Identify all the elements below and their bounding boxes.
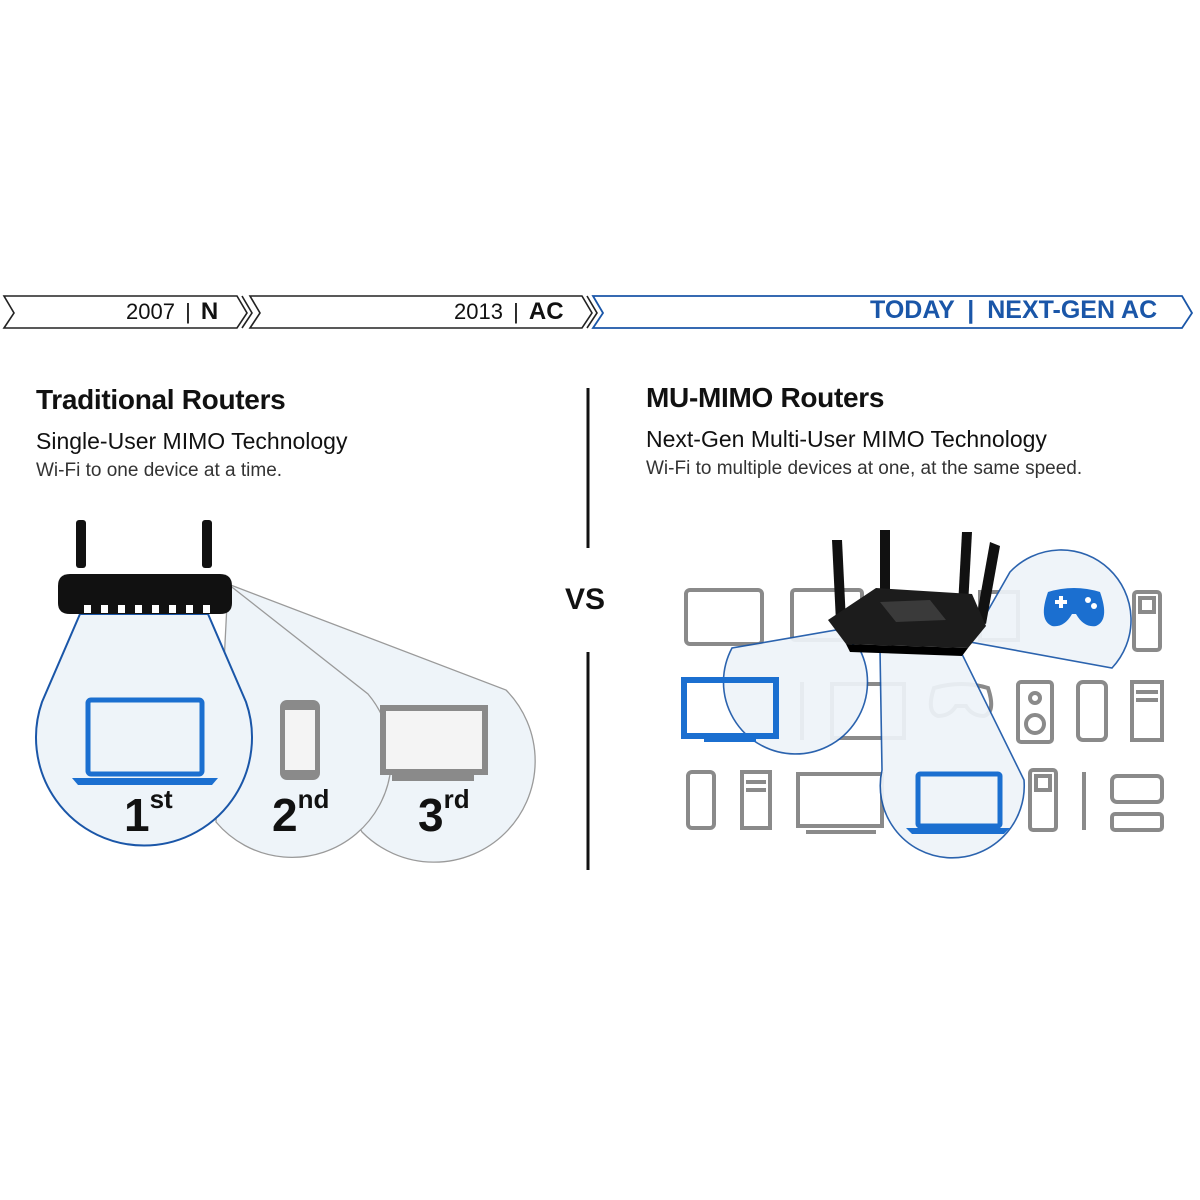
timeline-label-today: TODAY | NEXT-GEN AC [870,296,1157,325]
order-label-third: 3rd [418,784,470,842]
order-suffix: rd [443,784,470,814]
timeline-standard: N [200,298,219,325]
coverage-bubble-tv [722,629,869,755]
power-outlet-icon [1132,590,1162,652]
usb-stick-icon [1110,812,1164,832]
router-icon [828,530,1000,656]
vs-label: VS [565,583,606,616]
timeline-segment-2013 [248,295,593,329]
order-number: 2 [272,789,298,841]
router-icon [58,520,232,614]
timeline-separator: | [967,296,975,324]
right-description: Wi-Fi to multiple devices at one, at the… [646,458,1083,479]
order-number: 1 [124,789,150,841]
desktop-tower-icon [1130,680,1164,742]
smartphone-icon [280,700,320,780]
order-suffix: nd [297,784,330,814]
tablet-icon [684,588,764,646]
timeline-label-2007: 2007 | N [126,298,218,326]
laptop-icon [906,771,1010,834]
laptop-icon [72,697,218,785]
coverage-bubble-1 [35,613,253,847]
monitor-icon [796,772,884,834]
timeline-segment-2007 [2,295,248,329]
right-subtitle: Next-Gen Multi-User MIMO Technology [646,426,1047,452]
left-description: Wi-Fi to one device at a time. [36,460,283,481]
right-title: MU-MIMO Routers [646,382,885,413]
smartphone-icon [686,770,716,830]
order-suffix: st [149,784,173,814]
timeline-separator: | [513,299,519,324]
timeline-year: 2007 [126,299,175,324]
timeline-year: 2013 [454,299,503,324]
order-number: 3 [418,789,444,841]
timeline-chevron-2 [586,295,598,329]
smartphone-icon [1076,680,1108,742]
desktop-tower-icon [740,770,772,830]
timeline-year: TODAY [870,296,955,324]
timeline-bar [2,295,1194,329]
order-label-second: 2nd [272,784,329,842]
timeline-segment-today [591,295,1194,329]
timeline-chevron-1 [241,295,253,329]
monitor-icon [380,705,488,781]
left-title: Traditional Routers [36,384,286,415]
media-box-icon [1110,774,1164,804]
speaker-icon [1016,680,1054,744]
timeline-standard: AC [528,298,564,325]
monitor-icon [681,677,779,742]
timeline-separator: | [185,299,191,324]
timeline-label-2013: 2013 | AC [454,298,564,326]
order-label-first: 1st [124,784,173,842]
gamepad-icon [1043,588,1105,627]
power-outlet-icon [1028,768,1058,832]
timeline-standard: NEXT-GEN AC [987,296,1158,324]
left-subtitle: Single-User MIMO Technology [36,428,348,454]
